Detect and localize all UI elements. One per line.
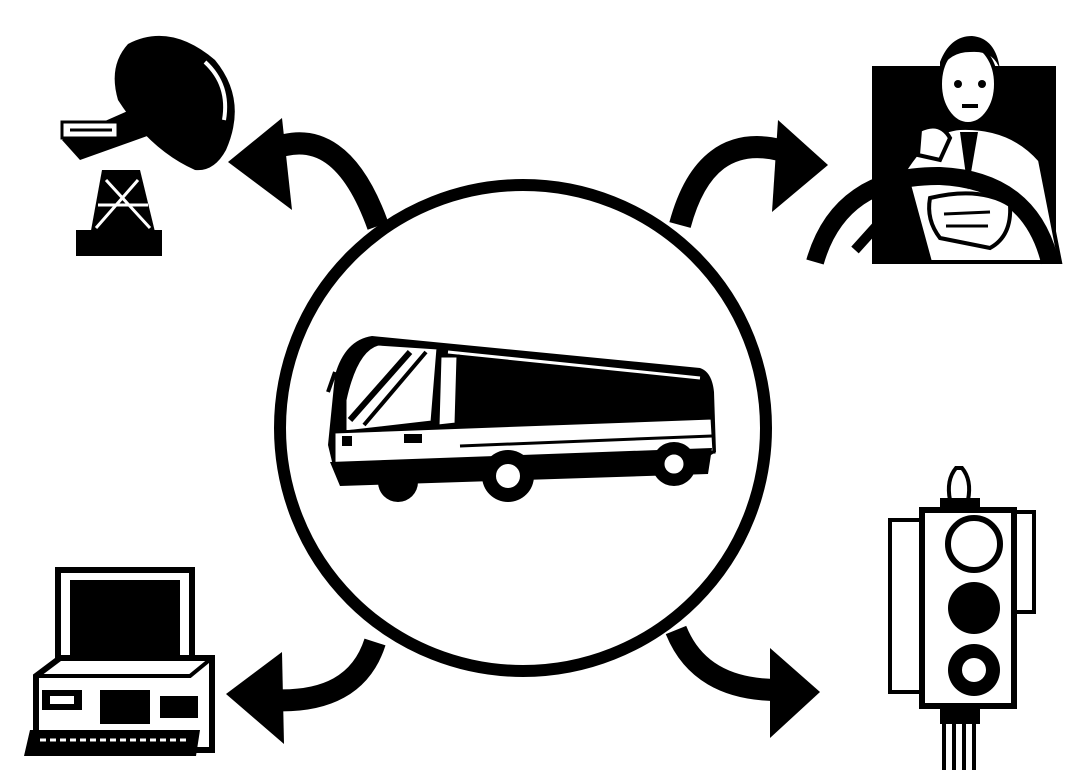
bus-icon — [326, 336, 716, 502]
arrow-to-driver — [669, 120, 828, 229]
satellite-dish-icon — [60, 35, 235, 256]
arrow-to-satellite — [228, 118, 389, 230]
traffic-light-icon — [888, 466, 1036, 770]
arrow-to-traffic-light — [665, 625, 820, 738]
computer-icon — [24, 567, 215, 756]
bus-driver-icon — [806, 36, 1063, 265]
arrow-to-computer — [226, 638, 386, 744]
